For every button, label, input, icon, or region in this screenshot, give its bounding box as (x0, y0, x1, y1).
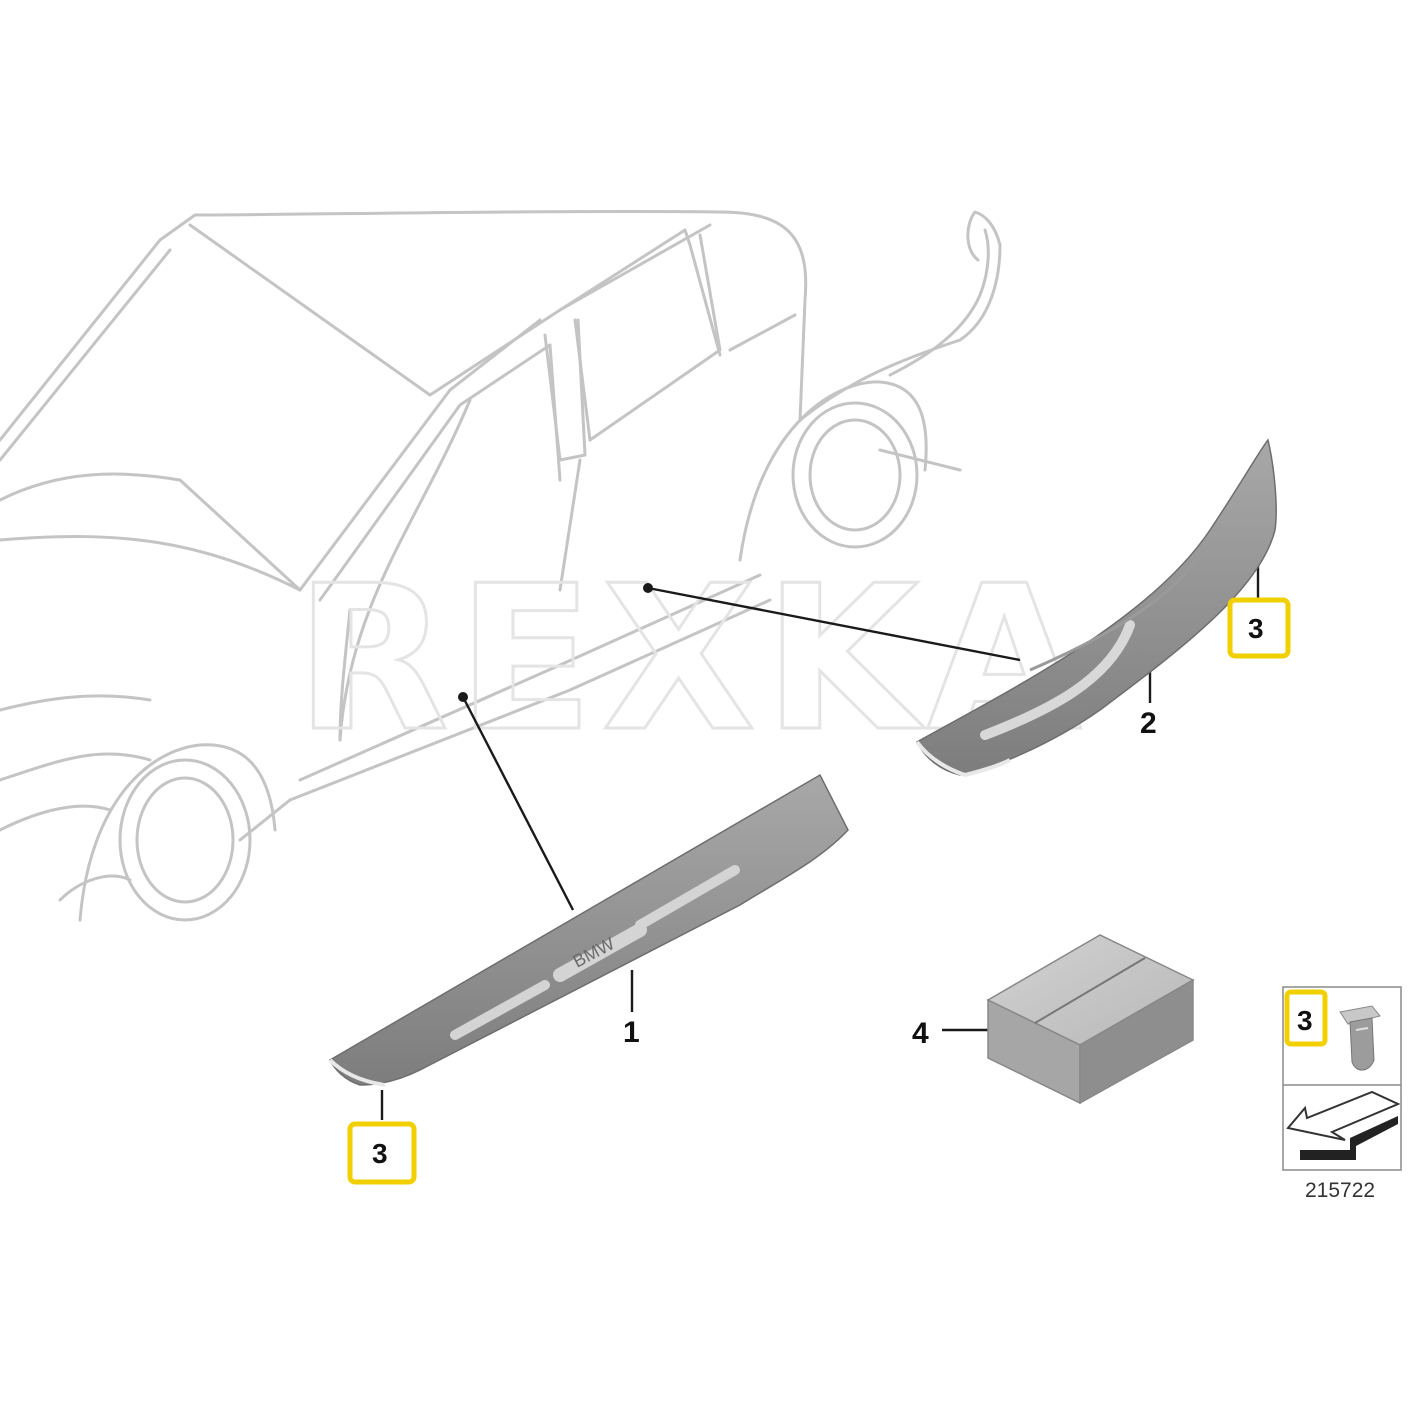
box-package (986, 934, 1195, 1105)
svg-text:3: 3 (1297, 1005, 1313, 1036)
car-outline-illustration (0, 210, 1002, 922)
leader-front-sill (461, 696, 575, 911)
callout-part-4: 4 (912, 1017, 929, 1050)
callout-part-1: 1 (623, 1016, 640, 1049)
svg-text:3: 3 (372, 1138, 388, 1169)
rear-door-sill-plate (915, 438, 1277, 778)
legend-panel: 3 (1282, 986, 1402, 1171)
badge-legend: 3 (1284, 989, 1328, 1047)
callout-part-2: 2 (1140, 707, 1157, 740)
svg-text:3: 3 (1248, 613, 1264, 644)
direction-arrow-icon (1286, 1090, 1401, 1160)
leader-rear-sill (647, 586, 1021, 662)
front-door-sill-plate: BMW (328, 773, 849, 1087)
leader-lines (380, 562, 1260, 1120)
reference-number: 215722 (1305, 1179, 1375, 1202)
clip-fastener (1339, 1005, 1381, 1071)
badge-front-sill: 3 (347, 1121, 417, 1185)
badge-rear-sill: 3 (1227, 597, 1291, 659)
